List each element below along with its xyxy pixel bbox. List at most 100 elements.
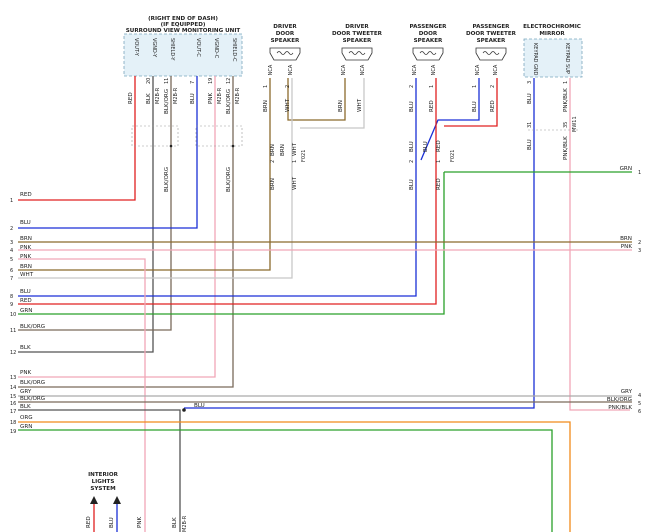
wire-pin: 12 [226, 78, 232, 84]
junction-label: BLK/ORG [164, 167, 170, 192]
row-num: 17 [10, 409, 16, 415]
right-row-num: 3 [638, 248, 641, 254]
wire-svm-blk-org [18, 76, 172, 331]
electrochromic-mirror: ELECTROCHROMIC MIRROR KEYPAD GND KEYPAD … [523, 24, 583, 78]
svm-pin-vout-c: VOUT-C [195, 38, 201, 57]
wire-svm-red [18, 76, 136, 201]
interior-title-3: SYSTEM [90, 486, 116, 492]
junction-pin: 31 [527, 122, 533, 128]
svm-title-3: SURROUND VIEW MONITORING UNIT [126, 28, 241, 34]
wire-label: BRN [263, 100, 269, 112]
driver-door-pin-1: NCA [268, 64, 274, 75]
svm-unit: (RIGHT END OF DASH) (IF EQUIPPED) SURROU… [123, 16, 243, 77]
driver-tweeter-title-1: DRIVER [345, 24, 369, 30]
row-label: GRN [20, 308, 32, 314]
row-num: 4 [10, 248, 13, 254]
junction-pin: 2 [270, 160, 276, 163]
pass-door-pin-1: NCA [412, 64, 418, 75]
row-num: 18 [10, 420, 16, 426]
wire-label: RED [128, 92, 134, 104]
driver-tweeter-pin-1: NCA [341, 64, 347, 75]
wire-blk-17 [18, 409, 181, 532]
driver-tweeter-title-2: DOOR TWEETER [332, 31, 383, 37]
interior-wire-conn: M2B-R [182, 515, 188, 532]
pass-tweeter-title-3: SPEAKER [477, 38, 506, 44]
row-num: 10 [10, 312, 16, 318]
row-num: 2 [10, 226, 13, 232]
wire-conn: M2B-R [217, 87, 223, 104]
row-num: 14 [10, 385, 16, 391]
junction-conn: F021 [301, 150, 307, 162]
driver-tweeter-pin-2: NCA [360, 64, 366, 75]
junction-labels: BRN 2 BRN WHT 1 F021 BRN WHT BLU 2 BLU R… [164, 116, 578, 192]
speaker-icon [269, 47, 301, 61]
arrow-up-icon [90, 496, 98, 504]
wire-driver-wht [18, 78, 293, 279]
junction-label: WHT [292, 142, 298, 156]
wire-pin: 19 [208, 78, 214, 84]
pass-tweeter-pin-2: NCA [493, 64, 499, 75]
svm-pin-shield-c: SHIELD-C [231, 38, 237, 62]
junction-label: BLU [423, 141, 429, 152]
junction-label: BRN [270, 178, 276, 190]
right-row-label: GRY [621, 389, 633, 395]
junction-pin: 1 [436, 160, 442, 163]
mirror-unit-box [523, 38, 583, 78]
pass-door-title-2: DOOR [419, 31, 438, 37]
wire-pass-blu [18, 78, 417, 297]
driver-door-title-3: SPEAKER [271, 38, 300, 44]
mirror-title-1: ELECTROCHROMIC [523, 24, 581, 30]
interior-title-1: INTERIOR [88, 472, 119, 478]
wire-svm-blu [18, 76, 198, 229]
row-num: 11 [10, 328, 16, 334]
right-row-label: BLK/ORG [607, 397, 632, 403]
row-label: BLK/ORG [20, 380, 45, 386]
svm-connector-dash-1 [131, 125, 179, 147]
interior-lights-system: INTERIOR LIGHTS SYSTEM RED BLU PNK BLK M… [86, 472, 188, 532]
pass-door-title-3: SPEAKER [414, 38, 443, 44]
interior-wire-label: PNK [137, 516, 143, 528]
row-num: 1 [10, 198, 13, 204]
splice-dot [182, 408, 186, 412]
wire-label: BLK/ORG [164, 89, 170, 114]
row-label: WHT [20, 272, 34, 278]
passenger-door-speaker: PASSENGER DOOR SPEAKER NCA NCA [410, 24, 448, 75]
wire-pass-red [18, 78, 437, 305]
junction-pin: 35 [563, 122, 569, 128]
right-row-label: PNK/BLK [608, 405, 632, 411]
svm-pin-shield-y: SHIELD-Y [169, 38, 175, 61]
right-row-labels: GRN 1 BRN 2 PNK 3 GRY 4 BLK/ORG 5 PNK/BL… [607, 166, 641, 415]
row-num: 7 [10, 276, 13, 282]
wire-pin: 7 [190, 81, 196, 84]
right-row-num: 6 [638, 409, 641, 415]
wire-label: BLK [146, 93, 152, 104]
row-label: GRN [20, 424, 32, 430]
junction-pin: 2 [409, 160, 415, 163]
svm-title-2: (IF EQUIPPED) [161, 22, 206, 28]
mirror-pin-keypad-sup: KEYPAD SUP [564, 43, 570, 74]
wire-grn-10 [18, 172, 445, 315]
driver-door-pin-2: NCA [288, 64, 294, 75]
row-num: 9 [10, 302, 13, 308]
arrow-up-icon [113, 496, 121, 504]
row-label: BLU [20, 220, 31, 226]
row-num: 12 [10, 350, 16, 356]
row-label: BRN [20, 264, 32, 270]
wire-pin: 3 [527, 81, 533, 84]
passenger-tweeter-speaker: PASSENGER DOOR TWEETER SPEAKER NCA NCA [466, 24, 517, 75]
svm-unit-box [123, 33, 243, 77]
row-label: GRY [20, 389, 32, 395]
row-label: ORG [20, 415, 33, 421]
wire-conn: M2B-R [155, 87, 161, 104]
wire-pin: 11 [164, 78, 170, 84]
wire-pin: 2 [490, 85, 496, 88]
junction-label: BLU [409, 141, 415, 152]
driver-door-speaker: DRIVER DOOR SPEAKER NCA NCA [268, 24, 301, 75]
wire-driver-brn-link [287, 78, 346, 121]
speaker-coil-icon [482, 51, 500, 55]
wire-svm-blk-org-2 [18, 76, 234, 388]
driver-tweeter-title-3: SPEAKER [343, 38, 372, 44]
wire-label: BLU [472, 101, 478, 112]
wire-mirror-blu [184, 78, 535, 409]
